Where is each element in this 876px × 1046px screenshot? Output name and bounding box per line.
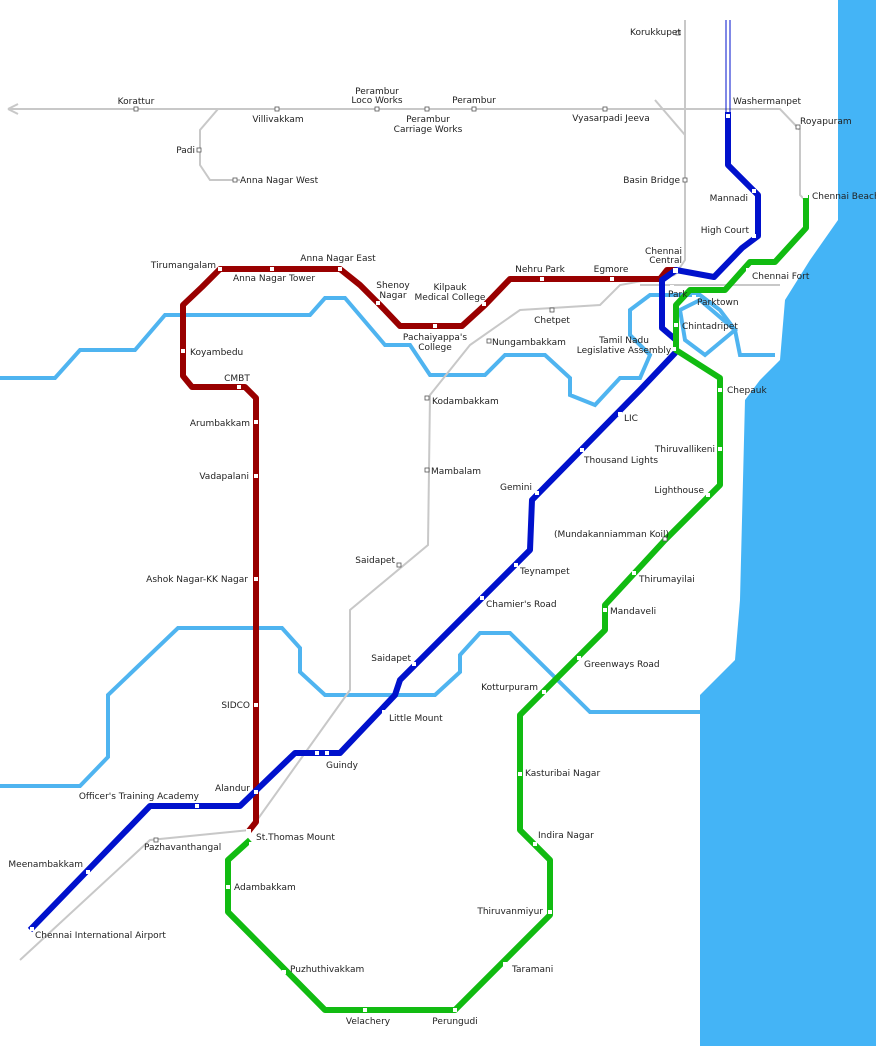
label-gemini: Gemini — [500, 483, 532, 493]
label-kotturpuram: Kotturpuram — [481, 683, 538, 693]
station-labels: Korukkupet Korattur Perambur Loco Works … — [8, 28, 876, 1027]
label-chamiers-road: Chamier's Road — [486, 600, 557, 610]
label-korattur: Korattur — [118, 97, 155, 107]
label-thousand-lights: Thousand Lights — [583, 456, 658, 466]
label-tn-assembly-2: Legislative Assembly — [577, 346, 672, 356]
label-pazhavanthangal: Pazhavanthangal — [144, 843, 221, 853]
label-mundakanniamman: (Mundakanniamman Koil) — [554, 530, 669, 540]
label-tn-assembly-1: Tamil Nadu — [598, 336, 649, 346]
label-perambur-loco-2: Loco Works — [351, 96, 402, 106]
label-thirumayilai: Thirumayilai — [638, 575, 695, 585]
label-ashok-nagar: Ashok Nagar-KK Nagar — [146, 575, 248, 585]
label-mannadi: Mannadi — [710, 194, 748, 204]
label-perambur-carriage-2: Carriage Works — [394, 125, 463, 135]
label-kilpauk-1: Kilpauk — [433, 283, 467, 293]
label-anna-nagar-west: Anna Nagar West — [240, 176, 319, 186]
label-korukkupet: Korukkupet — [630, 28, 681, 38]
label-high-court: High Court — [701, 226, 750, 236]
label-thiruvallikeni: Thiruvallikeni — [654, 445, 715, 455]
label-mambalam: Mambalam — [431, 467, 481, 477]
label-taramani: Taramani — [511, 965, 553, 975]
label-sidco: SIDCO — [221, 701, 250, 711]
label-chennai-central-2: Central — [649, 256, 682, 266]
label-chennai-fort: Chennai Fort — [752, 272, 810, 282]
label-greenways-road: Greenways Road — [584, 660, 660, 670]
label-chetpet: Chetpet — [534, 316, 570, 326]
label-tirumangalam: Tirumangalam — [150, 261, 216, 271]
label-royapuram: Royapuram — [800, 117, 852, 127]
label-washermanpet: Washermanpet — [733, 97, 802, 107]
green-line — [225, 195, 809, 1013]
label-villivakkam: Villivakkam — [252, 115, 303, 125]
label-alandur: Alandur — [215, 784, 250, 794]
label-saidapet-mrts: Saidapet — [355, 556, 395, 566]
label-pachaiyappas-1: Pachaiyappa's — [403, 333, 467, 343]
label-nehru-park: Nehru Park — [515, 265, 565, 275]
label-officers-academy: Officer's Training Academy — [79, 792, 200, 802]
label-perambur-loco-1: Perambur — [355, 87, 399, 97]
label-chennai-beach: Chennai Beach — [812, 192, 876, 202]
label-chennai-central-1: Chennai — [645, 247, 682, 257]
label-chintadripet: Chintadripet — [682, 322, 738, 332]
label-st-thomas-mount: St.Thomas Mount — [256, 833, 335, 843]
adyar-river — [0, 626, 700, 788]
label-anna-nagar-tower: Anna Nagar Tower — [233, 274, 315, 284]
label-kasturibai-nagar: Kasturibai Nagar — [525, 769, 600, 779]
label-perambur: Perambur — [452, 96, 496, 106]
label-thiruvanmiyur: Thiruvanmiyur — [476, 907, 543, 917]
label-perungudi: Perungudi — [432, 1017, 477, 1027]
label-vadapalani: Vadapalani — [199, 472, 249, 482]
blue-line-north — [725, 20, 731, 112]
label-anna-nagar-east: Anna Nagar East — [300, 254, 376, 264]
rivers — [0, 293, 775, 788]
station-markers — [30, 30, 808, 1012]
label-saidapet-metro: Saidapet — [371, 654, 411, 664]
sea — [700, 0, 876, 1046]
label-parktown: Parktown — [697, 298, 739, 308]
label-koyambedu: Koyambedu — [190, 348, 243, 358]
label-cmbt: CMBT — [224, 374, 250, 384]
label-guindy: Guindy — [326, 761, 359, 771]
buckingham-loop — [677, 297, 739, 358]
label-little-mount: Little Mount — [389, 714, 443, 724]
label-velachery: Velachery — [346, 1017, 391, 1027]
label-airport: Chennai International Airport — [35, 931, 166, 941]
label-chepauk: Chepauk — [727, 386, 767, 396]
label-park: Park — [668, 290, 688, 300]
label-shenoy-nagar-1: Shenoy — [376, 281, 410, 291]
blue-line — [27, 112, 761, 933]
cooum-river — [0, 293, 775, 408]
label-perambur-carriage-1: Perambur — [406, 115, 450, 125]
label-egmore: Egmore — [594, 265, 629, 275]
label-indira-nagar: Indira Nagar — [538, 831, 594, 841]
label-adambakkam: Adambakkam — [234, 883, 296, 893]
label-shenoy-nagar-2: Nagar — [379, 291, 406, 301]
label-vyasarpadi: Vyasarpadi Jeeva — [572, 114, 650, 124]
label-lighthouse: Lighthouse — [654, 486, 704, 496]
label-nungambakkam: Nungambakkam — [492, 338, 566, 348]
label-arumbakkam: Arumbakkam — [190, 419, 250, 429]
label-puzhuthivakkam: Puzhuthivakkam — [290, 965, 364, 975]
label-basin-bridge: Basin Bridge — [623, 176, 680, 186]
label-meenambakkam: Meenambakkam — [8, 860, 83, 870]
label-lic: LIC — [624, 414, 638, 424]
label-kilpauk-2: Medical College — [415, 293, 486, 303]
label-kodambakkam: Kodambakkam — [432, 397, 499, 407]
label-pachaiyappas-2: College — [418, 343, 452, 353]
label-padi: Padi — [176, 146, 195, 156]
label-teynampet: Teynampet — [519, 567, 570, 577]
label-mandaveli: Mandaveli — [610, 607, 656, 617]
